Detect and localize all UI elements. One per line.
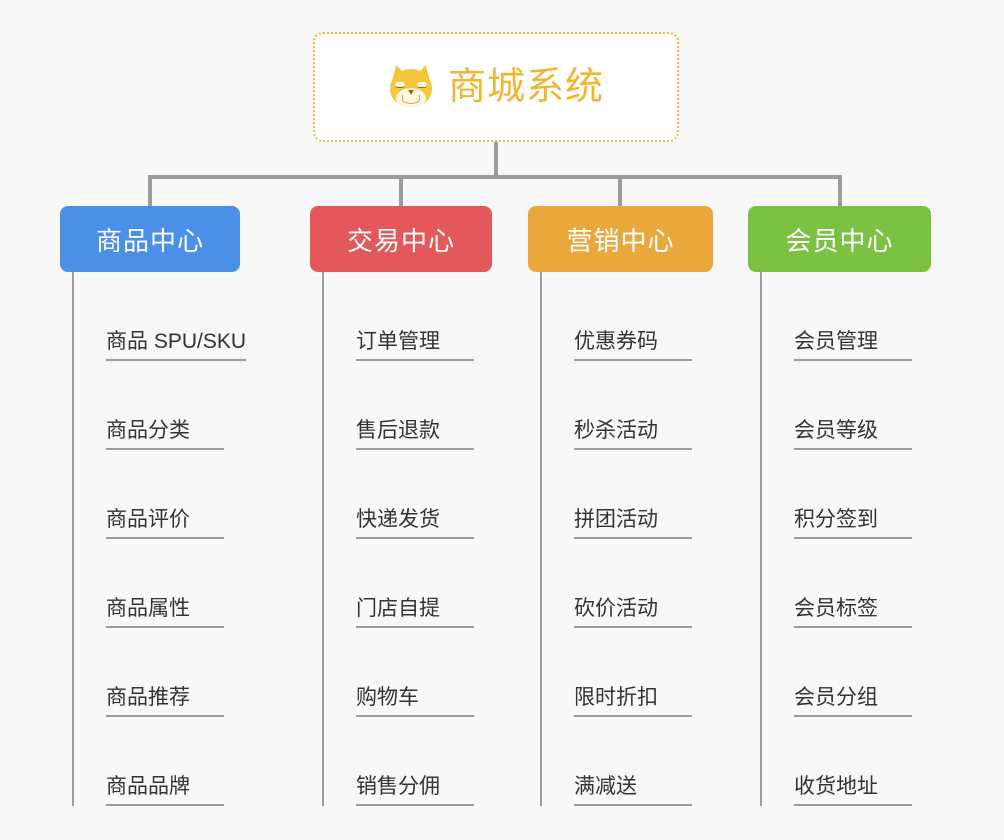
leaf-item[interactable]: 拼团活动: [540, 450, 713, 539]
leaf-item[interactable]: 订单管理: [322, 272, 492, 361]
leaf-item[interactable]: 商品推荐: [72, 628, 246, 717]
branch-spine-product-center: [72, 272, 74, 806]
leaf-label: 砍价活动: [574, 598, 692, 628]
leaf-label: 会员管理: [794, 331, 912, 361]
leaf-label: 会员标签: [794, 598, 912, 628]
leaf-label: 商品评价: [106, 509, 224, 539]
leaf-label: 满减送: [574, 776, 692, 806]
column-product-center: 商品中心商品 SPU/SKU 商品分类商品评价商品属性商品推荐商品品牌: [60, 206, 247, 806]
shiba-dog-icon: [388, 63, 434, 110]
leaf-label: 商品属性: [106, 598, 224, 628]
dog-eye-right-icon: [416, 82, 427, 88]
leaf-label: 商品品牌: [106, 776, 224, 806]
root-stem-connector: [494, 142, 498, 178]
leaf-label: 订单管理: [356, 331, 474, 361]
category-label-trade-center: 交易中心: [346, 225, 455, 256]
leaf-label: 限时折扣: [574, 687, 692, 717]
category-box-marketing-center[interactable]: 营销中心: [528, 206, 713, 272]
drop-connector-product-center: [148, 175, 152, 208]
leaf-item[interactable]: 秒杀活动: [540, 361, 713, 450]
leaf-label: 会员等级: [794, 420, 912, 450]
leaf-label: 销售分佣: [356, 776, 474, 806]
leaf-item[interactable]: 积分签到: [760, 450, 931, 539]
dog-head-icon: [389, 69, 432, 107]
branch-member-center: 会员管理会员等级积分签到会员标签会员分组收货地址: [760, 272, 931, 806]
category-label-product-center: 商品中心: [95, 225, 204, 256]
column-member-center: 会员中心会员管理会员等级积分签到会员标签会员分组收货地址: [748, 206, 931, 806]
leaf-label: 拼团活动: [574, 509, 692, 539]
leaf-label: 购物车: [356, 687, 474, 717]
leaf-item[interactable]: 会员标签: [760, 539, 931, 628]
leaf-label: 优惠券码: [574, 331, 692, 361]
category-box-trade-center[interactable]: 交易中心: [310, 206, 492, 272]
drop-connector-member-center: [838, 175, 842, 208]
branch-spine-member-center: [760, 272, 762, 806]
leaf-label: 售后退款: [356, 420, 474, 450]
leaf-item[interactable]: 优惠券码: [540, 272, 713, 361]
leaf-item[interactable]: 商品分类: [72, 361, 246, 450]
dog-mouth-icon: [401, 95, 420, 104]
leaf-item[interactable]: 商品属性: [72, 539, 246, 628]
branch-spine-marketing-center: [540, 272, 542, 806]
dog-nose-icon: [407, 90, 414, 95]
leaf-label: 商品推荐: [106, 687, 224, 717]
leaf-label: 秒杀活动: [574, 420, 692, 450]
leaf-label: 收货地址: [794, 776, 912, 806]
root-node[interactable]: 商城系统: [313, 32, 679, 142]
leaf-label: 快递发货: [356, 509, 474, 539]
column-trade-center: 交易中心订单管理售后退款快递发货门店自提购物车销售分佣: [310, 206, 492, 806]
root-title: 商城系统: [447, 66, 604, 108]
leaf-item[interactable]: 商品评价: [72, 450, 246, 539]
leaf-item[interactable]: 购物车: [322, 628, 492, 717]
leaf-label: 商品分类: [106, 420, 224, 450]
leaf-label: 门店自提: [356, 598, 474, 628]
branch-marketing-center: 优惠券码秒杀活动拼团活动砍价活动限时折扣满减送: [540, 272, 713, 806]
leaf-item[interactable]: 会员分组: [760, 628, 931, 717]
leaf-item[interactable]: 商品品牌: [72, 717, 246, 806]
leaf-label: 商品 SPU/SKU: [106, 331, 247, 361]
category-box-product-center[interactable]: 商品中心: [60, 206, 240, 272]
leaf-item[interactable]: 限时折扣: [540, 628, 713, 717]
column-marketing-center: 营销中心优惠券码秒杀活动拼团活动砍价活动限时折扣满减送: [528, 206, 713, 806]
horizontal-bus-connector: [150, 175, 840, 179]
leaf-item[interactable]: 会员管理: [760, 272, 931, 361]
drop-connector-marketing-center: [618, 175, 622, 208]
leaf-item[interactable]: 快递发货: [322, 450, 492, 539]
leaf-item[interactable]: 商品 SPU/SKU: [72, 272, 247, 361]
leaf-item[interactable]: 满减送: [540, 717, 713, 806]
leaf-label: 会员分组: [794, 687, 912, 717]
leaf-item[interactable]: 砍价活动: [540, 539, 713, 628]
category-label-marketing-center: 营销中心: [566, 225, 675, 256]
leaf-item[interactable]: 售后退款: [322, 361, 492, 450]
leaf-item[interactable]: 门店自提: [322, 539, 492, 628]
leaf-item[interactable]: 会员等级: [760, 361, 931, 450]
branch-spine-trade-center: [322, 272, 324, 806]
category-box-member-center[interactable]: 会员中心: [748, 206, 931, 272]
drop-connector-trade-center: [399, 175, 403, 208]
category-label-member-center: 会员中心: [785, 225, 894, 256]
leaf-item[interactable]: 销售分佣: [322, 717, 492, 806]
branch-product-center: 商品 SPU/SKU 商品分类商品评价商品属性商品推荐商品品牌: [72, 272, 247, 806]
branch-trade-center: 订单管理售后退款快递发货门店自提购物车销售分佣: [322, 272, 492, 806]
leaf-label: 积分签到: [794, 509, 912, 539]
leaf-item[interactable]: 收货地址: [760, 717, 931, 806]
dog-eye-left-icon: [394, 82, 405, 88]
